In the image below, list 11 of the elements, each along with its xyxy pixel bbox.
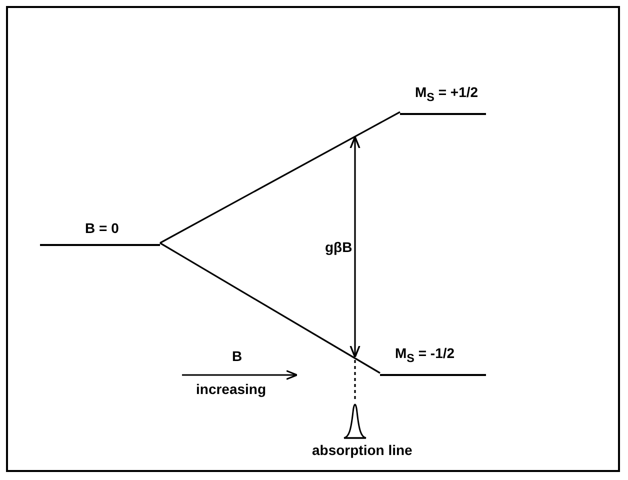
direction-label: increasing [196,381,266,397]
level-label: B = 0 [85,220,119,236]
double-arrow [350,136,360,358]
dashed-line [354,360,356,400]
edge-label: gβB [325,239,352,255]
splitting-line [160,111,400,244]
peak-caption: absorption line [312,442,412,458]
level-label: M$_{S}$ = +1/2 [415,84,478,104]
splitting-line [160,242,380,374]
direction-label: B [232,348,242,364]
level-label: M$_{S}$ = -1/2 [395,345,455,365]
